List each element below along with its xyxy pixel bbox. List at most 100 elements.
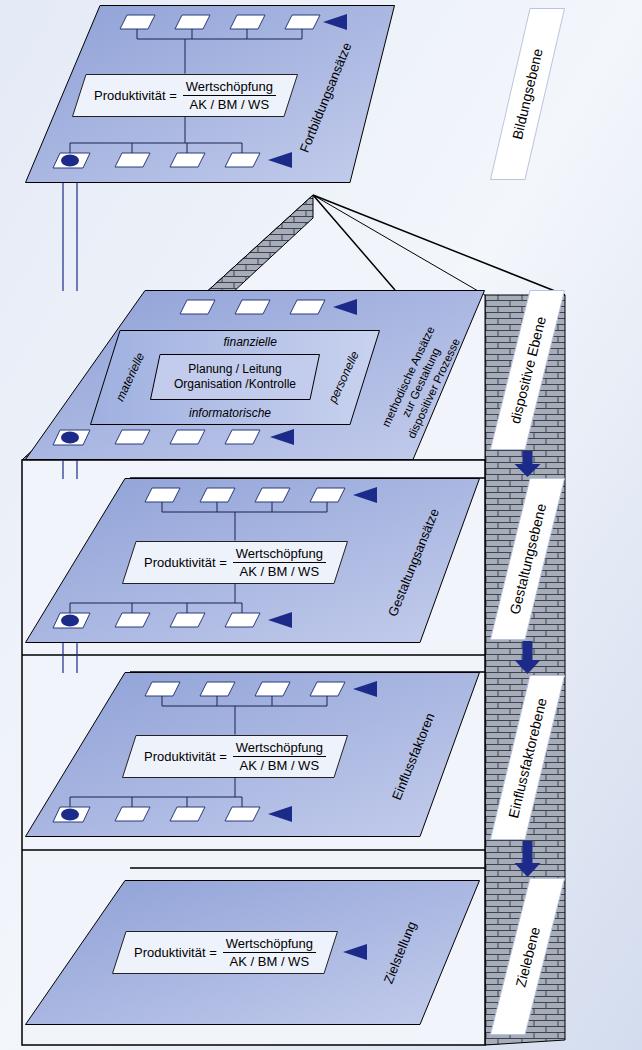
link-tube xyxy=(63,642,77,673)
house-front xyxy=(22,460,485,1045)
dot-square xyxy=(53,430,90,445)
roof-line xyxy=(313,195,565,295)
plate-shape xyxy=(25,880,480,1025)
pointer-arrow xyxy=(268,612,292,628)
connector xyxy=(515,451,541,477)
level-name: Gestaltungsebene xyxy=(506,502,549,616)
link-dot xyxy=(61,432,79,444)
fraction-numerator: Wertschöpfung xyxy=(183,79,276,96)
function-box: Planung / Leitung Organisation /Kontroll… xyxy=(150,354,320,400)
band-outline xyxy=(491,479,565,640)
level-band: Bildungsebene xyxy=(490,8,565,180)
dot-square xyxy=(53,613,90,628)
formula-outline xyxy=(113,931,338,973)
formula-outline xyxy=(123,541,348,583)
slot-box xyxy=(310,682,345,696)
tree-line xyxy=(70,29,302,153)
level-band: Zielebene xyxy=(490,878,565,1035)
slot-box xyxy=(230,15,265,29)
slot-box xyxy=(170,430,205,444)
slot-box xyxy=(225,153,260,167)
fraction-numerator: Wertschöpfung xyxy=(233,740,326,757)
roof-slope xyxy=(22,195,313,460)
slot-box xyxy=(225,613,260,627)
level-band: dispositive Ebene xyxy=(490,290,565,450)
brick-wall xyxy=(485,295,565,1045)
roof-gable xyxy=(22,195,485,460)
formula-term: Produktivität = xyxy=(144,749,227,764)
frame-outline xyxy=(91,331,380,425)
connector xyxy=(63,642,77,673)
slot-box xyxy=(225,430,260,444)
slot-box xyxy=(285,15,320,29)
pointer-arrow xyxy=(353,487,377,503)
formula-outline xyxy=(123,735,348,777)
level-name: dispositive Ebene xyxy=(506,315,548,425)
resource-type: personelle xyxy=(325,349,361,405)
level-approach: Zielstellung xyxy=(381,919,420,986)
slot-box xyxy=(170,153,205,167)
slot-box xyxy=(200,488,235,502)
fraction-denominator: AK / BM / WS xyxy=(240,563,319,579)
level-arrow xyxy=(515,841,541,877)
slot-box xyxy=(175,15,210,29)
plate-outline xyxy=(26,6,395,183)
formula-box: Produktivität = WertschöpfungAK / BM / WS xyxy=(122,735,348,778)
formula-outline xyxy=(73,74,298,116)
formula-term: Produktivität = xyxy=(94,88,177,103)
fraction-denominator: AK / BM / WS xyxy=(190,96,269,112)
pointer-arrow xyxy=(343,944,367,960)
fraction: WertschöpfungAK / BM / WS xyxy=(223,936,316,969)
level-plate: Fortbildungsansätze Produktivität = Wertsc… xyxy=(25,5,395,183)
dot-square xyxy=(53,807,90,822)
level-approach: Fortbildungsansätze xyxy=(296,40,354,154)
function-list: Planung / Leitung Organisation /Kontroll… xyxy=(160,362,310,392)
level-approach: Gestaltungsansätze xyxy=(384,506,441,618)
slot-box xyxy=(180,300,215,314)
slot-box xyxy=(115,153,150,167)
tree-line xyxy=(70,502,327,613)
band-outline xyxy=(491,879,565,1035)
fraction-numerator: Wertschöpfung xyxy=(223,936,316,953)
tree-line xyxy=(70,696,327,807)
level-plate: EinflussfaktorenProduktivität =Wertschöp… xyxy=(25,672,480,837)
resource-type: finanzielle xyxy=(224,335,277,349)
level-arrow xyxy=(515,641,541,674)
plate-outline xyxy=(26,673,480,837)
floor-line xyxy=(22,478,485,868)
inner-outline xyxy=(151,355,320,400)
formula-box: Produktivität = WertschöpfungAK / BM / WS xyxy=(122,541,348,584)
slot-box xyxy=(255,682,290,696)
slot-box xyxy=(200,682,235,696)
slot-box xyxy=(115,430,150,444)
formula-term: Produktivität = xyxy=(144,555,227,570)
level-band: Gestaltungsebene xyxy=(490,478,565,640)
slot-box xyxy=(255,488,290,502)
pointer-arrow xyxy=(270,429,294,445)
fraction: WertschöpfungAK / BM / WS xyxy=(233,740,326,773)
connector xyxy=(63,182,77,291)
slot-box xyxy=(145,488,180,502)
slot-box xyxy=(170,807,205,821)
pointer-arrow xyxy=(323,14,347,30)
link-tube xyxy=(63,182,77,291)
slot-box xyxy=(115,613,150,627)
connector xyxy=(515,841,541,877)
slot-box xyxy=(170,613,205,627)
link-dot xyxy=(61,615,79,627)
band-outline xyxy=(491,9,565,180)
fraction-numerator: Wertschöpfung xyxy=(233,546,326,563)
fraction-denominator: AK / BM / WS xyxy=(240,757,319,773)
connector xyxy=(515,641,541,674)
plate-outline xyxy=(26,479,480,643)
resource-type: materielle xyxy=(113,350,148,403)
link-dot xyxy=(61,155,79,167)
formula-box: Produktivität =WertschöpfungAK / BM / WS xyxy=(112,931,338,974)
plate-shape xyxy=(25,5,395,183)
dot-square xyxy=(53,153,90,168)
fraction-denominator: AK / BM / WS xyxy=(230,953,309,969)
function-frame: finanzielle materielle personelle informato… xyxy=(90,330,380,425)
resource-type: informatorische xyxy=(189,406,271,420)
